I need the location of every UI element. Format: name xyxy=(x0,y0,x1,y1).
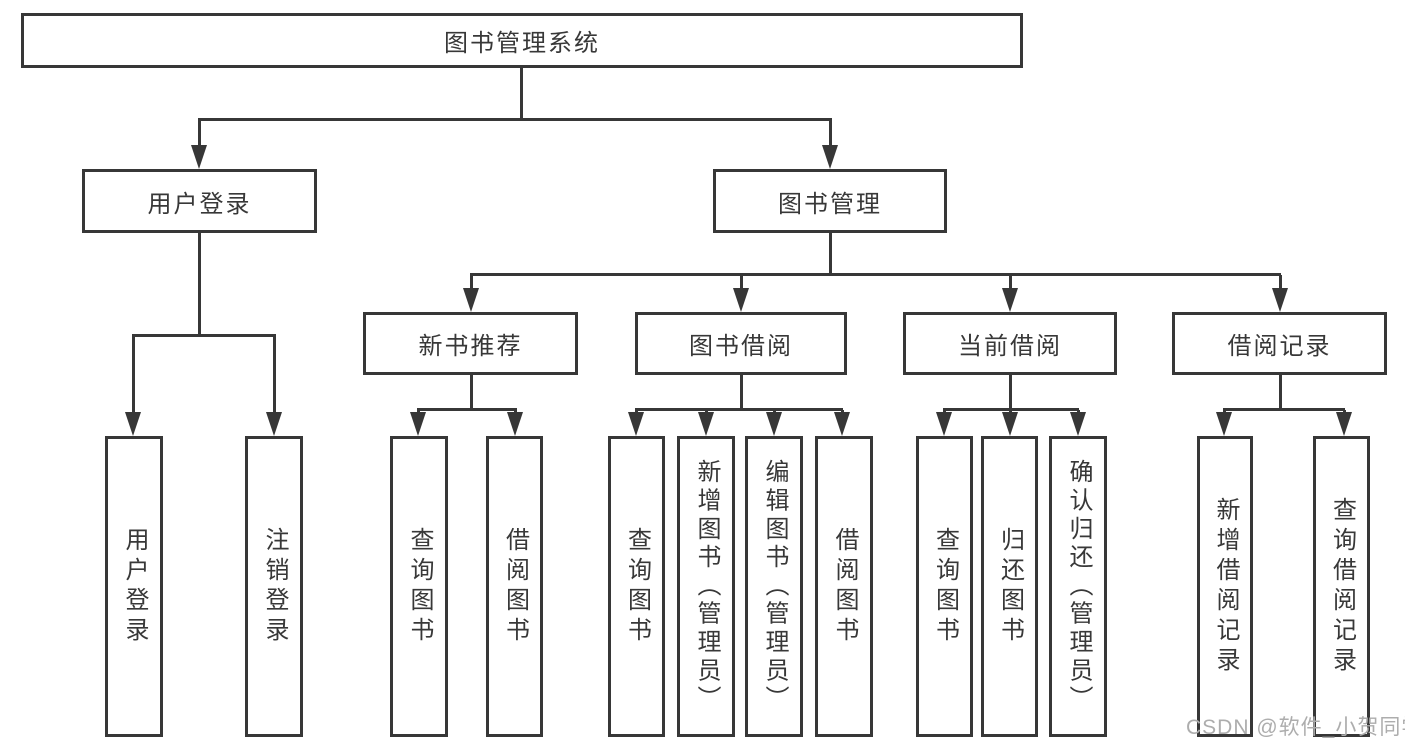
connector-bookmgmt-hline xyxy=(470,273,1281,276)
leaf-query-borrow-record: 查询借阅记录 xyxy=(1313,436,1370,737)
node-book-management: 图书管理 xyxy=(713,169,947,233)
connector-recommend-hline xyxy=(417,408,517,411)
leaf-logout-label: 注销登录 xyxy=(261,526,288,647)
arrowhead-icon xyxy=(834,412,850,436)
leaf-confirm-return-admin: 确认归还（管理员） xyxy=(1049,436,1107,737)
arrowhead-icon xyxy=(822,145,838,169)
node-root: 图书管理系统 xyxy=(21,13,1023,68)
connector-current-vline xyxy=(1009,375,1012,411)
leaf-query-books-borrowing-label: 查询图书 xyxy=(623,526,651,647)
leaf-borrow-books-recommend-label: 借阅图书 xyxy=(501,526,529,647)
leaf-add-borrow-record: 新增借阅记录 xyxy=(1197,436,1253,737)
arrowhead-icon xyxy=(1336,412,1352,436)
connector-records-hline xyxy=(1223,408,1345,411)
arrowhead-icon xyxy=(266,412,282,436)
node-borrowing-records-label: 借阅记录 xyxy=(1227,333,1332,360)
leaf-return-books-label: 归还图书 xyxy=(996,526,1024,647)
leaf-borrow-books-borrowing: 借阅图书 xyxy=(815,436,873,737)
leaf-return-books: 归还图书 xyxy=(981,436,1038,737)
arrowhead-icon xyxy=(410,412,426,436)
node-book-borrowing-label: 图书借阅 xyxy=(689,333,793,360)
leaf-query-books-recommend-label: 查询图书 xyxy=(406,526,433,647)
leaf-query-books-borrowing: 查询图书 xyxy=(608,436,665,737)
leaf-query-books-current-label: 查询图书 xyxy=(931,526,959,647)
leaf-add-books-admin: 新增图书（管理员） xyxy=(677,436,735,737)
arrowhead-icon xyxy=(125,412,141,436)
connector-current-hline xyxy=(943,408,1079,411)
connector-stem xyxy=(1009,275,1012,291)
connector-stem xyxy=(132,336,135,418)
leaf-borrow-books-recommend: 借阅图书 xyxy=(486,436,543,737)
arrowhead-icon xyxy=(628,412,644,436)
leaf-user-login-label: 用户登录 xyxy=(121,526,148,647)
arrowhead-icon xyxy=(191,145,207,169)
leaf-user-login: 用户登录 xyxy=(105,436,163,737)
leaf-query-books-recommend: 查询图书 xyxy=(390,436,448,737)
node-user-login-label: 用户登录 xyxy=(147,190,252,218)
arrowhead-icon xyxy=(698,412,714,436)
leaf-logout: 注销登录 xyxy=(245,436,303,737)
connector-stem xyxy=(1279,275,1282,291)
node-book-borrowing: 图书借阅 xyxy=(635,312,847,375)
arrowhead-icon xyxy=(1216,412,1232,436)
node-new-book-recommendation: 新书推荐 xyxy=(363,312,578,375)
connector-recommend-vline xyxy=(470,375,473,411)
connector-borrowing-hline xyxy=(635,408,843,411)
arrowhead-icon xyxy=(463,288,479,312)
leaf-confirm-return-admin-label: 确认归还（管理员） xyxy=(1065,459,1092,714)
leaf-query-borrow-record-label: 查询借阅记录 xyxy=(1328,496,1356,677)
node-book-management-label: 图书管理 xyxy=(778,190,882,218)
connector-stem xyxy=(198,120,201,153)
node-user-login: 用户登录 xyxy=(82,169,317,233)
arrowhead-icon xyxy=(733,288,749,312)
leaf-add-borrow-record-label: 新增借阅记录 xyxy=(1212,496,1239,677)
connector-userlogin-vline xyxy=(198,233,201,337)
leaf-query-books-current: 查询图书 xyxy=(916,436,973,737)
connector-root-vline xyxy=(520,68,523,120)
arrowhead-icon xyxy=(1002,288,1018,312)
connector-bookmgmt-vline xyxy=(829,233,832,276)
arrowhead-icon xyxy=(1070,412,1086,436)
node-borrowing-records: 借阅记录 xyxy=(1172,312,1387,375)
connector-stem xyxy=(273,336,276,418)
node-current-borrowing: 当前借阅 xyxy=(903,312,1117,375)
arrowhead-icon xyxy=(1002,412,1018,436)
node-new-book-recommendation-label: 新书推荐 xyxy=(418,333,523,360)
connector-stem xyxy=(470,275,473,291)
csdn-watermark: CSDN @软件_小贺同学 xyxy=(1186,716,1405,739)
arrowhead-icon xyxy=(766,412,782,436)
arrowhead-icon xyxy=(507,412,523,436)
arrowhead-icon xyxy=(936,412,952,436)
leaf-edit-books-admin: 编辑图书（管理员） xyxy=(745,436,803,737)
leaf-borrow-books-borrowing-label: 借阅图书 xyxy=(831,526,858,647)
connector-stem xyxy=(740,275,743,291)
node-root-label: 图书管理系统 xyxy=(444,30,600,57)
node-current-borrowing-label: 当前借阅 xyxy=(958,333,1062,360)
connector-borrowing-vline xyxy=(740,375,743,411)
connector-stem xyxy=(829,120,832,153)
connector-root-hline xyxy=(198,118,832,121)
leaf-add-books-admin-label: 新增图书（管理员） xyxy=(693,459,720,714)
leaf-edit-books-admin-label: 编辑图书（管理员） xyxy=(761,459,788,714)
arrowhead-icon xyxy=(1272,288,1288,312)
connector-records-vline xyxy=(1279,375,1282,411)
connector-userlogin-hline xyxy=(132,334,276,337)
